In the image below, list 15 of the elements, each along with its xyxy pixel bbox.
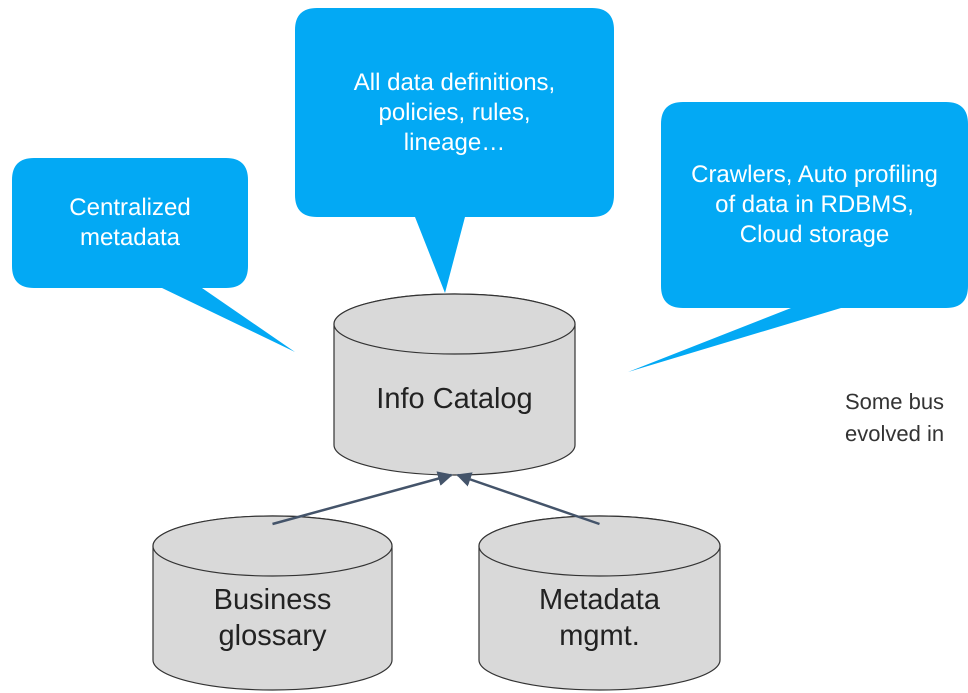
callout-text: All data definitions, policies, rules, lineage… (352, 68, 556, 158)
speech-bubble (627, 102, 968, 374)
speech-bubble (295, 8, 615, 294)
database-cylinder (152, 515, 393, 691)
speech-bubble (12, 158, 296, 354)
callout-text: Centralized metadata (68, 193, 192, 253)
note-text: Some bus evolved in (845, 388, 946, 448)
arrow (456, 472, 600, 526)
database-cylinder (478, 515, 721, 691)
callout-text: Crawlers, Auto profiling of data in RDBMS, Cloud storage (691, 160, 938, 250)
arrow (272, 471, 453, 526)
node-label: Metadata mgmt. (538, 582, 661, 654)
node-label: Info Catalog (376, 382, 533, 418)
node-label: Business glossary (212, 582, 332, 654)
database-cylinder (333, 293, 576, 476)
